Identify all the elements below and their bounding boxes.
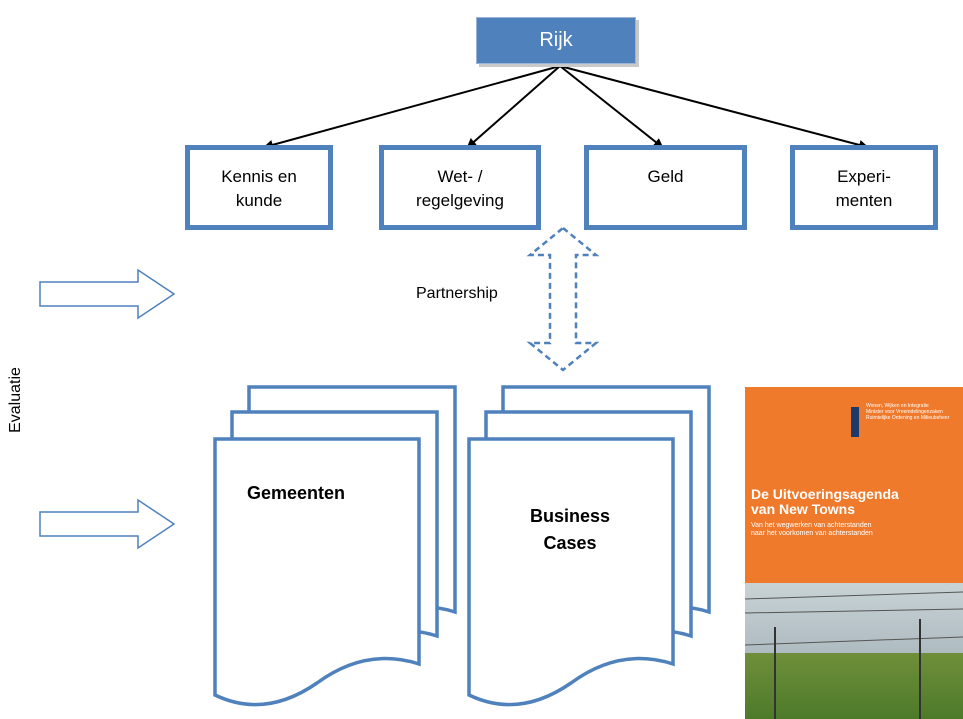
evaluatie-arrow-bottom bbox=[39, 498, 176, 550]
report-cover-image: Wonen, Wijken en Integratie Minister voo… bbox=[745, 387, 963, 719]
government-logo-icon bbox=[851, 407, 859, 437]
instrument-box-wet: Wet- / regelgeving bbox=[379, 145, 541, 230]
rijk-node: Rijk bbox=[476, 17, 636, 64]
gemeenten-document-stack bbox=[213, 385, 457, 707]
gemeenten-doc-front bbox=[213, 437, 421, 707]
instrument-label-kennis: Kennis en kunde bbox=[221, 167, 297, 210]
arrow-rijk-to-wet bbox=[466, 65, 561, 149]
cover-subtitle: Van het wegwerken van achterstanden naar… bbox=[751, 522, 873, 537]
business-cases-label: Business Cases bbox=[529, 506, 611, 553]
business-doc-front bbox=[467, 437, 675, 707]
rijk-label: Rijk bbox=[539, 29, 573, 51]
instrument-label-geld: Geld bbox=[647, 167, 684, 186]
cover-fence-lines bbox=[745, 591, 963, 719]
evaluatie-label: Evaluatie bbox=[7, 367, 24, 433]
gemeenten-label: Gemeenten bbox=[247, 483, 346, 503]
arrow-rijk-to-experimenten bbox=[559, 65, 869, 150]
business-cases-document-stack bbox=[467, 385, 711, 707]
evaluatie-arrow-top bbox=[39, 268, 176, 320]
instrument-box-geld: Geld bbox=[584, 145, 747, 230]
instrument-box-experimenten: Experi- menten bbox=[790, 145, 938, 230]
instrument-label-wet: Wet- / regelgeving bbox=[416, 167, 504, 210]
arrow-rijk-to-kennis bbox=[263, 65, 561, 150]
arrow-rijk-to-geld bbox=[559, 65, 664, 149]
cover-publisher-text: Wonen, Wijken en Integratie Minister voo… bbox=[866, 403, 950, 421]
cover-title: De Uitvoeringsagenda van New Towns bbox=[751, 486, 899, 517]
partnership-double-arrow bbox=[526, 226, 600, 372]
partnership-label: Partnership bbox=[416, 285, 498, 302]
cover-photo-field bbox=[745, 653, 963, 719]
instrument-box-kennis: Kennis en kunde bbox=[185, 145, 333, 230]
instrument-label-experimenten: Experi- menten bbox=[835, 167, 893, 210]
